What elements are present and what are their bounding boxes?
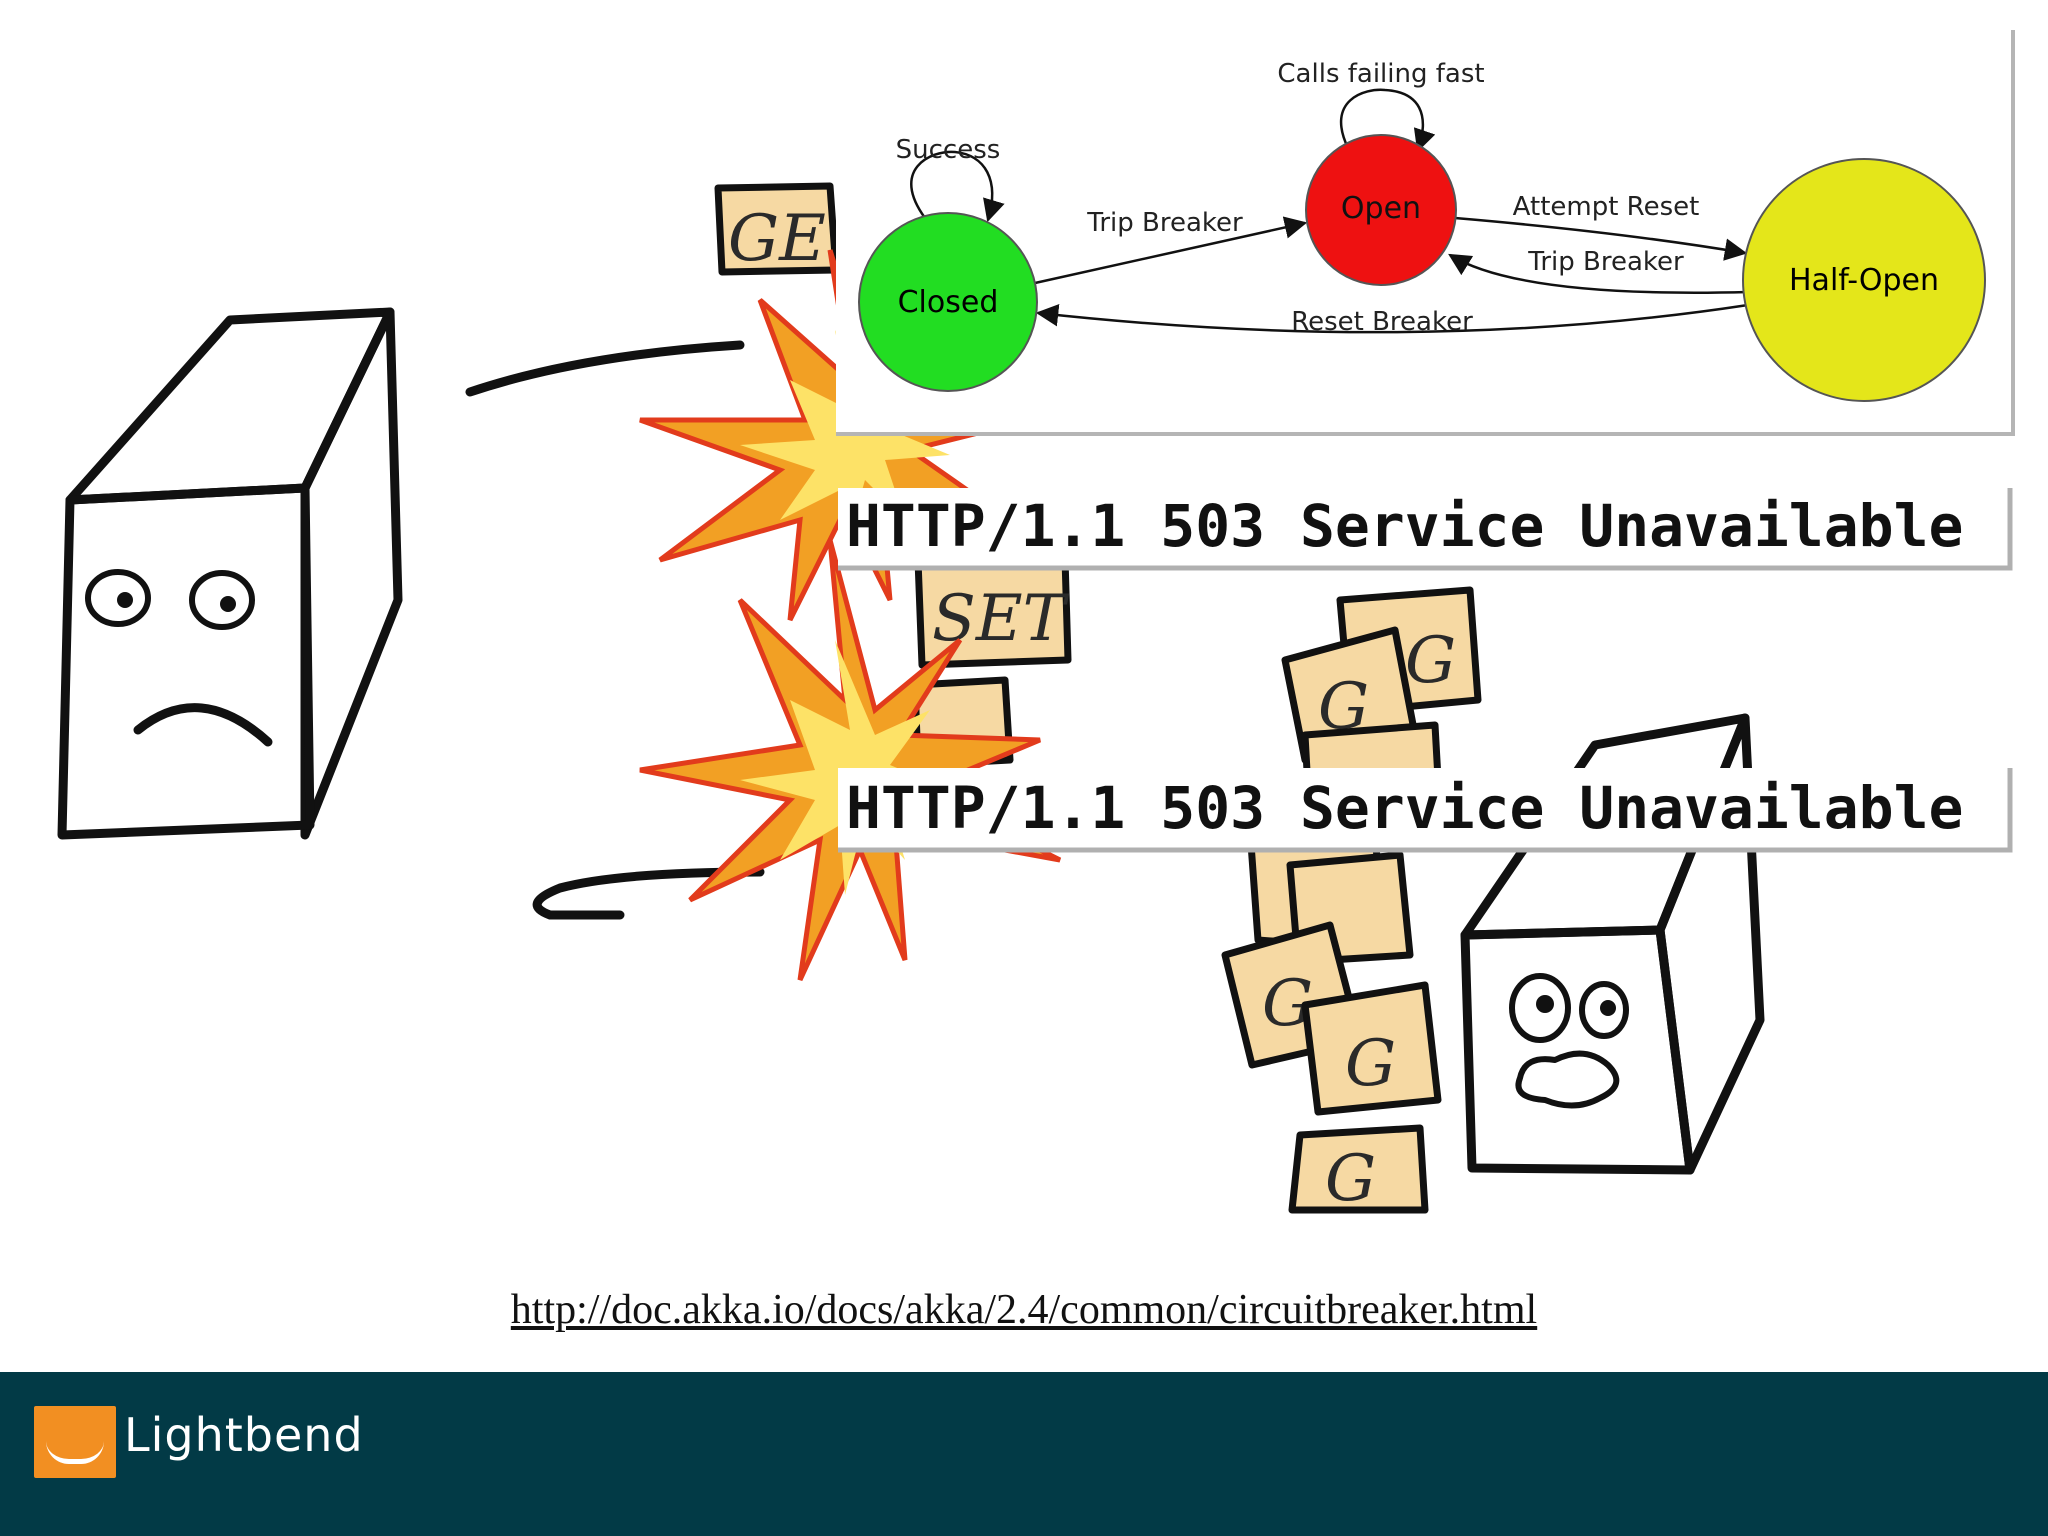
client-server-sketch [57, 307, 403, 840]
response-line [532, 867, 765, 920]
svg-text:GE: GE [728, 202, 826, 276]
svg-text:Half-Open: Half-Open [1789, 263, 1939, 298]
label-trip-breaker-return: Trip Breaker [1527, 247, 1684, 277]
svg-text:G: G [1405, 624, 1456, 698]
scared-face-icon [1509, 973, 1629, 1109]
state-closed: Closed [858, 212, 1038, 392]
label-attempt-reset: Attempt Reset [1513, 192, 1700, 222]
svg-text:HTTP/1.1 503 Service Unavailab: HTTP/1.1 503 Service Unavailable [846, 492, 1963, 560]
success-loop-arrow [910, 150, 1005, 223]
lightbend-logo-icon [34, 1406, 116, 1478]
request-card-set: SET [914, 554, 1072, 669]
state-open: Open [1305, 134, 1457, 286]
svg-text:G: G [1345, 1027, 1396, 1101]
http-503-banner: HTTP/1.1 503 Service Unavailable [838, 488, 2013, 571]
request-card-g: G [1301, 981, 1442, 1116]
sad-face-icon [85, 569, 273, 747]
state-diagram: Closed Open Half-Open Success Calls fail… [836, 30, 2015, 436]
request-card-get: GE [714, 182, 840, 276]
reset-breaker-arrow [1035, 303, 1749, 334]
label-success: Success [896, 135, 1001, 165]
attempt-reset-arrow [1454, 216, 1748, 261]
svg-text:Open: Open [1341, 191, 1421, 226]
footer-bar [0, 1372, 2048, 1536]
request-card-stack: G G G G G [1221, 586, 1482, 1216]
label-trip-breaker: Trip Breaker [1086, 208, 1243, 238]
brand-name: Lightbend [124, 1408, 364, 1462]
slide-canvas: GE SET G G G [57, 30, 2015, 1216]
request-card-g: G [1288, 1124, 1429, 1216]
label-reset-breaker: Reset Breaker [1291, 307, 1473, 337]
label-calls-failing-fast: Calls failing fast [1277, 59, 1484, 89]
svg-text:G: G [1325, 1142, 1376, 1216]
http-503-banner: HTTP/1.1 503 Service Unavailable [838, 768, 2013, 853]
trip-breaker-return-arrow [1448, 253, 1749, 294]
trip-breaker-arrow [1034, 216, 1308, 285]
svg-text:Closed: Closed [898, 285, 999, 320]
request-line [465, 340, 745, 397]
source-link[interactable]: http://doc.akka.io/docs/akka/2.4/common/… [510, 1287, 1538, 1333]
svg-text:HTTP/1.1 503 Service Unavailab: HTTP/1.1 503 Service Unavailable [846, 774, 1963, 842]
state-half-open: Half-Open [1742, 158, 1986, 402]
failing-fast-loop-arrow [1339, 88, 1436, 153]
